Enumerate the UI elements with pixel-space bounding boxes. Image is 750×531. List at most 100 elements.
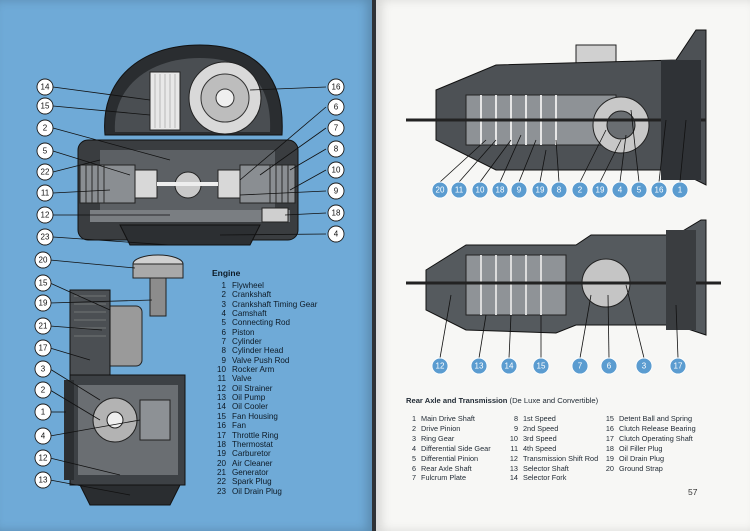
engine-legend-number: 14	[216, 402, 226, 412]
transmission-legend-number: 4	[411, 443, 416, 453]
engine-legend-number: 13	[216, 393, 226, 403]
transmission-legend-label: Selector Fork	[523, 473, 567, 483]
engine-legend-label: Camshaft	[232, 309, 267, 319]
page-number: 57	[688, 487, 698, 497]
svg-text:10: 10	[332, 166, 341, 175]
transmission-legend-number: 7	[411, 473, 416, 483]
svg-text:2: 2	[578, 186, 583, 195]
transmission-legend-item: 4 Differential Side Gear	[406, 444, 508, 454]
transmission-legend-label: Differential Side Gear	[421, 443, 491, 453]
transmission-legend-number: 1	[411, 414, 416, 423]
transmission-legend-number: 16	[605, 423, 614, 433]
engine-legend-number: 23	[216, 486, 226, 496]
engine-legend-label: Oil Cooler	[232, 402, 268, 412]
transmission-legend-number: 5	[411, 453, 416, 463]
svg-text:19: 19	[596, 186, 605, 195]
transmission-legend-number: 15	[605, 414, 614, 423]
svg-text:18: 18	[496, 186, 505, 195]
engine-legend-label: Cylinder	[232, 337, 262, 347]
transmission-legend-number: 18	[605, 443, 614, 453]
transmission-top-view-drawing: 20 11 10 18 9 19 8 2 19 4 5 16 1	[406, 29, 707, 199]
svg-text:12: 12	[39, 454, 48, 463]
engine-legend-label: Fan	[232, 421, 246, 431]
engine-legend-label: Flywheel	[232, 281, 264, 290]
svg-text:2: 2	[41, 386, 46, 395]
transmission-upper-callouts: 20 11 10 18 9 19 8 2 19 4 5 16 1	[431, 181, 689, 199]
engine-legend-number: 10	[216, 365, 226, 375]
svg-text:22: 22	[41, 168, 50, 177]
svg-text:9: 9	[517, 186, 522, 195]
svg-text:1: 1	[41, 408, 46, 417]
svg-text:17: 17	[674, 362, 683, 371]
svg-text:3: 3	[41, 365, 46, 374]
svg-text:13: 13	[475, 362, 484, 371]
transmission-legend-number: 19	[605, 453, 614, 463]
transmission-legend-label: Oil Drain Plug	[619, 453, 665, 463]
engine-legend-label: Valve Push Rod	[232, 355, 290, 365]
engine-legend-label: Carburetor	[232, 449, 271, 459]
transmission-legend-label: Fulcrum Plate	[421, 473, 467, 483]
transmission-legend-item: 18 Oil Filler Plug	[604, 444, 734, 454]
svg-text:5: 5	[637, 186, 642, 195]
transmission-legend-number: 2	[411, 423, 416, 433]
svg-text:7: 7	[334, 124, 339, 133]
transmission-legend-label: 3rd Speed	[523, 433, 557, 443]
engine-legend-number: 18	[216, 439, 226, 449]
engine-legend-number: 4	[221, 309, 226, 319]
engine-legend-label: Crankshaft	[232, 290, 272, 300]
engine-legend-number: 20	[216, 458, 226, 468]
transmission-legend-number: 17	[605, 433, 614, 443]
svg-text:8: 8	[557, 186, 562, 195]
engine-legend-label: Oil Pump	[232, 393, 266, 403]
transmission-legend-label: Main Drive Shaft	[421, 414, 475, 423]
transmission-legend-label: 4th Speed	[523, 443, 557, 453]
transmission-legend-title: Rear Axle and Transmission (De Luxe and …	[406, 396, 599, 405]
transmission-legend-number: 8	[513, 414, 518, 423]
svg-text:4: 4	[618, 186, 623, 195]
svg-text:3: 3	[642, 362, 647, 371]
book-gutter	[372, 0, 377, 531]
transmission-parts-legend: Rear Axle and Transmission (De Luxe and …	[406, 396, 736, 483]
svg-text:1: 1	[678, 186, 683, 195]
engine-legend-label: Throttle Ring	[232, 430, 279, 440]
transmission-legend-number: 3	[411, 433, 416, 443]
transmission-legend-label: Detent Ball and Spring	[619, 414, 693, 423]
engine-legend-label: Connecting Rod	[232, 318, 291, 328]
svg-text:6: 6	[607, 362, 612, 371]
svg-text:15: 15	[39, 279, 48, 288]
svg-text:20: 20	[436, 186, 445, 195]
transmission-side-view-drawing: 12 13 14 15 7 6 3 17	[406, 219, 721, 375]
svg-text:15: 15	[537, 362, 546, 371]
transmission-legend-label: Oil Filler Plug	[619, 443, 663, 453]
svg-text:19: 19	[536, 186, 545, 195]
transmission-legend-label: Differential Pinion	[421, 453, 479, 463]
svg-text:4: 4	[334, 230, 339, 239]
engine-legend-number: 21	[216, 467, 226, 477]
svg-text:21: 21	[39, 322, 48, 331]
svg-text:23: 23	[41, 233, 50, 242]
engine-legend-number: 1	[221, 281, 226, 290]
engine-top-callouts-right: 16 6 7 8 10 9 18 4	[327, 78, 345, 243]
left-page-engine: 14 15 2 5 22 11 12 23 16 6 7 8 10 9 18 4	[0, 0, 373, 531]
svg-text:10: 10	[476, 186, 485, 195]
